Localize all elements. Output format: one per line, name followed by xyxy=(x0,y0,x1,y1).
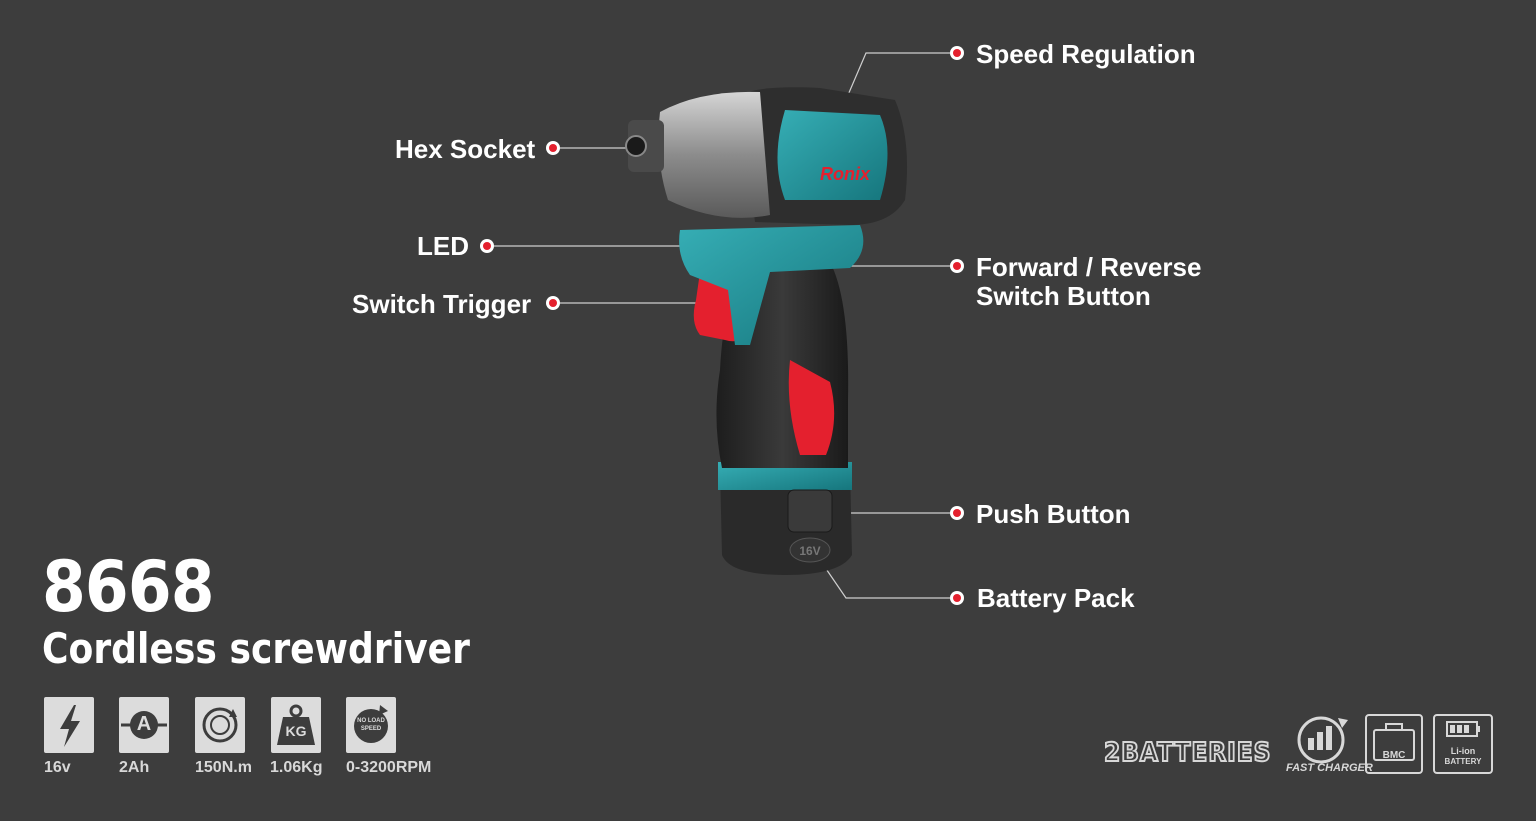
callout-dot xyxy=(480,239,494,253)
bmc-case-badge: BMC xyxy=(1365,714,1423,774)
brand-logo: Ronix xyxy=(820,164,871,184)
li-ion-battery-badge: Li-ion BATTERY xyxy=(1433,714,1493,774)
battery-voltage-mark: 16V xyxy=(799,544,820,558)
fast-charger-label: FAST CHARGER xyxy=(1286,762,1373,774)
battery-capacity-icon: A xyxy=(119,697,169,753)
spec-weight: 1.06Kg xyxy=(270,759,323,776)
voltage-icon xyxy=(44,697,94,753)
battery-label: BATTERY xyxy=(1444,757,1482,766)
callout-led: LED xyxy=(417,231,469,261)
callout-dot xyxy=(950,46,964,60)
product-name: Cordless screwdriver xyxy=(42,624,470,673)
callout-dot xyxy=(950,259,964,273)
bmc-label: BMC xyxy=(1382,750,1406,761)
weight-icon-text: KG xyxy=(285,723,307,739)
speed-icon: NO LOAD SPEED xyxy=(346,697,396,753)
callout-speed-regulation: Speed Regulation xyxy=(976,39,1196,69)
callout-hex-socket: Hex Socket xyxy=(395,134,536,164)
spec-speed: 0-3200RPM xyxy=(346,759,432,776)
callout-push-button: Push Button xyxy=(976,499,1131,529)
callout-dot xyxy=(950,506,964,520)
callout-switch-button: Switch Button xyxy=(976,281,1151,311)
torque-icon xyxy=(195,697,245,753)
battery-icon xyxy=(1446,721,1480,737)
fast-charger-badge: FAST CHARGER xyxy=(1286,714,1373,778)
spec-capacity: 2Ah xyxy=(119,759,150,776)
weight-icon: KG xyxy=(271,697,321,753)
callout-dot xyxy=(546,296,560,310)
callout-battery-pack: Battery Pack xyxy=(977,583,1135,613)
spec-voltage: 16v xyxy=(44,759,71,776)
callout-switch-trigger: Switch Trigger xyxy=(352,289,532,319)
callout-dot xyxy=(950,591,964,605)
model-number: 8668 xyxy=(42,546,215,628)
capacity-icon-text: A xyxy=(136,713,152,735)
carry-case-icon xyxy=(1373,723,1415,761)
callout-forward-reverse: Forward / Reverse xyxy=(976,252,1202,282)
spec-torque: 150N.m xyxy=(195,759,252,776)
li-ion-label: Li-ion xyxy=(1450,746,1476,756)
fast-charger-icon xyxy=(1297,716,1348,764)
callout-dot xyxy=(546,141,560,155)
two-batteries-badge: 2BATTERIES xyxy=(1103,737,1272,769)
speed-icon-text: NO LOAD SPEED xyxy=(357,718,385,732)
